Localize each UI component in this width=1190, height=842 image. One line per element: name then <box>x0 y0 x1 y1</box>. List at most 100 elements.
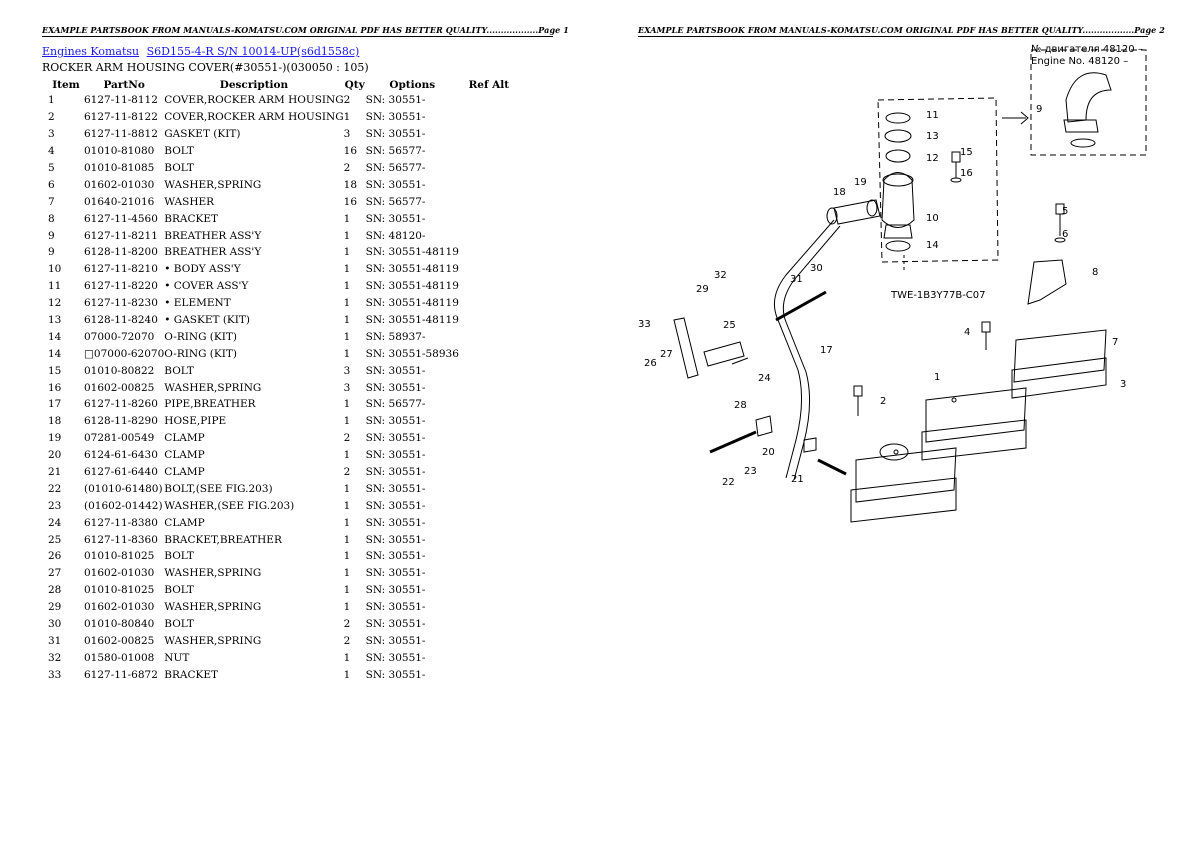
cell-item: 12 <box>48 297 62 310</box>
cell-qty: 16 <box>343 195 358 208</box>
diagram-callout: 32 <box>714 270 727 281</box>
cell-description: BREATHER ASS'Y <box>164 246 262 259</box>
cell-options: SN: 30551- <box>365 499 426 512</box>
cell-partno: 6128-11-8240 <box>84 314 158 327</box>
cell-partno: 6127-11-8360 <box>84 533 158 546</box>
cell-description: BREATHER ASS'Y <box>164 229 262 242</box>
diagram-inset-label-en: Engine No. 48120 – <box>1031 56 1128 67</box>
cell-qty: 1 <box>343 314 351 327</box>
diagram-callout: 11 <box>926 110 939 121</box>
cell-item: 13 <box>48 314 62 327</box>
breadcrumb-link-engines[interactable]: Engines Komatsu <box>42 45 140 58</box>
diagram-callout: 21 <box>791 474 804 485</box>
cell-options: SN: 30551-58936 <box>365 347 459 360</box>
diagram-callout: 6 <box>1062 229 1068 240</box>
cell-description: BRACKET,BREATHER <box>164 533 282 546</box>
diagram-callout: 15 <box>960 147 973 158</box>
breadcrumb-link-model[interactable]: S6D155-4-R S/N 10014-UP(s6d1558c) <box>146 45 360 58</box>
cell-qty: 2 <box>343 466 351 479</box>
col-header-refalt: Ref Alt <box>468 78 510 91</box>
cell-options: SN: 58937- <box>365 330 426 343</box>
cell-refalt <box>459 396 519 413</box>
cell-refalt <box>459 295 519 312</box>
cell-item: 3 <box>48 128 55 141</box>
cell-partno: 6127-11-8112 <box>84 94 158 107</box>
cell-qty: 1 <box>343 347 351 360</box>
col-header-description: Description <box>219 78 289 91</box>
cell-refalt <box>459 244 519 261</box>
cell-options: SN: 30551-48119 <box>365 314 459 327</box>
cell-refalt <box>459 565 519 582</box>
cell-refalt <box>459 649 519 666</box>
cell-qty: 1 <box>343 499 351 512</box>
cell-item: 14 <box>48 330 62 343</box>
cell-qty: 1 <box>343 482 351 495</box>
table-row: 25 6127-11-8360 BRACKET,BREATHER 1 SN: 30551… <box>42 531 519 548</box>
cell-options: SN: 30551- <box>365 618 426 631</box>
cell-refalt <box>459 312 519 329</box>
cell-item: 10 <box>48 263 62 276</box>
cell-description: COVER,ROCKER ARM HOUSING <box>164 111 344 124</box>
cell-description: WASHER <box>164 195 215 208</box>
cell-qty: 1 <box>343 415 351 428</box>
cell-options: SN: 30551-48119 <box>365 263 459 276</box>
diagram-callout: 33 <box>638 319 651 330</box>
cell-partno: 01010-81025 <box>84 584 155 597</box>
cell-qty: 1 <box>343 111 351 124</box>
cell-item: 2 <box>48 111 55 124</box>
cell-options: SN: 30551- <box>365 516 426 529</box>
diagram-callout: 9 <box>1036 104 1042 115</box>
cell-item: 20 <box>48 449 62 462</box>
cell-refalt <box>459 109 519 126</box>
cell-qty: 1 <box>343 229 351 242</box>
cell-options: SN: 30551- <box>365 212 426 225</box>
col-header-qty: Qty <box>344 78 365 91</box>
cell-item: 14 <box>48 347 62 360</box>
cell-qty: 1 <box>343 651 351 664</box>
cell-qty: 16 <box>343 145 358 158</box>
cell-item: 5 <box>48 162 55 174</box>
cell-partno: 6127-11-8260 <box>84 398 158 411</box>
cell-refalt <box>459 480 519 497</box>
diagram-callouts: 1234567891011121314151617181920212223242… <box>638 104 1126 488</box>
cell-item: 8 <box>48 212 55 225</box>
cell-qty: 1 <box>343 330 351 343</box>
cell-options: SN: 30551- <box>365 668 426 681</box>
diagram-callout: 7 <box>1112 337 1118 348</box>
cell-options: SN: 56577- <box>365 162 426 174</box>
cell-options: SN: 30551- <box>365 128 426 141</box>
cell-qty: 2 <box>343 432 351 445</box>
cell-description: BRACKET <box>164 212 219 225</box>
cell-partno: 01602-01030 <box>84 178 155 191</box>
cell-options: SN: 30551- <box>365 449 426 462</box>
cell-description: HOSE,PIPE <box>164 415 227 428</box>
cell-refalt <box>459 160 519 177</box>
cell-options: SN: 30551- <box>365 533 426 546</box>
cell-item: 25 <box>48 533 62 546</box>
parts-table: Item PartNo Description Qty Options Ref … <box>42 77 519 683</box>
cell-description: O-RING (KIT) <box>164 347 237 360</box>
cell-qty: 1 <box>343 668 351 681</box>
cell-partno: 07281-00549 <box>84 432 155 445</box>
cell-description: WASHER,(SEE FIG.203) <box>164 499 295 512</box>
cell-options: SN: 30551- <box>365 567 426 580</box>
cell-refalt <box>459 362 519 379</box>
diagram-inset-label-ru: № двигателя 48120 – <box>1031 44 1143 55</box>
cell-description: WASHER,SPRING <box>164 601 262 614</box>
cell-options: SN: 30551- <box>365 584 426 597</box>
cell-options: SN: 30551- <box>365 601 426 614</box>
page-2-header: EXAMPLE PARTSBOOK FROM MANUALS-KOMATSU.C… <box>638 25 1165 37</box>
cell-description: BOLT <box>164 364 194 377</box>
diagram-callout: 1 <box>934 372 940 383</box>
cell-qty: 2 <box>343 634 351 647</box>
cell-qty: 1 <box>343 533 351 546</box>
cell-refalt <box>459 92 519 109</box>
cell-partno: 6124-61-6430 <box>84 449 158 462</box>
